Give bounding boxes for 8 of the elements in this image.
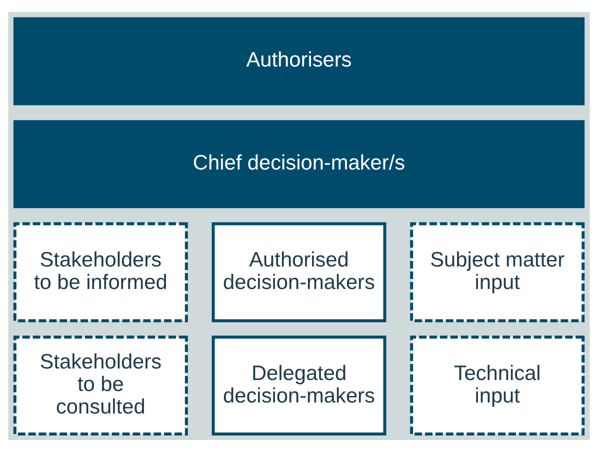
- node-box: Chief decision-maker/s: [13, 120, 585, 208]
- node-box: Stakeholders to be consulted: [13, 335, 188, 436]
- node-box: Authorisers: [13, 16, 585, 105]
- node-box: Authorised decision-makers: [212, 222, 386, 322]
- node-box: Delegated decision-makers: [212, 335, 386, 436]
- node-box: Subject matter input: [410, 222, 585, 322]
- node-box: Stakeholders to be informed: [13, 222, 188, 322]
- node-box: Technical input: [410, 335, 585, 436]
